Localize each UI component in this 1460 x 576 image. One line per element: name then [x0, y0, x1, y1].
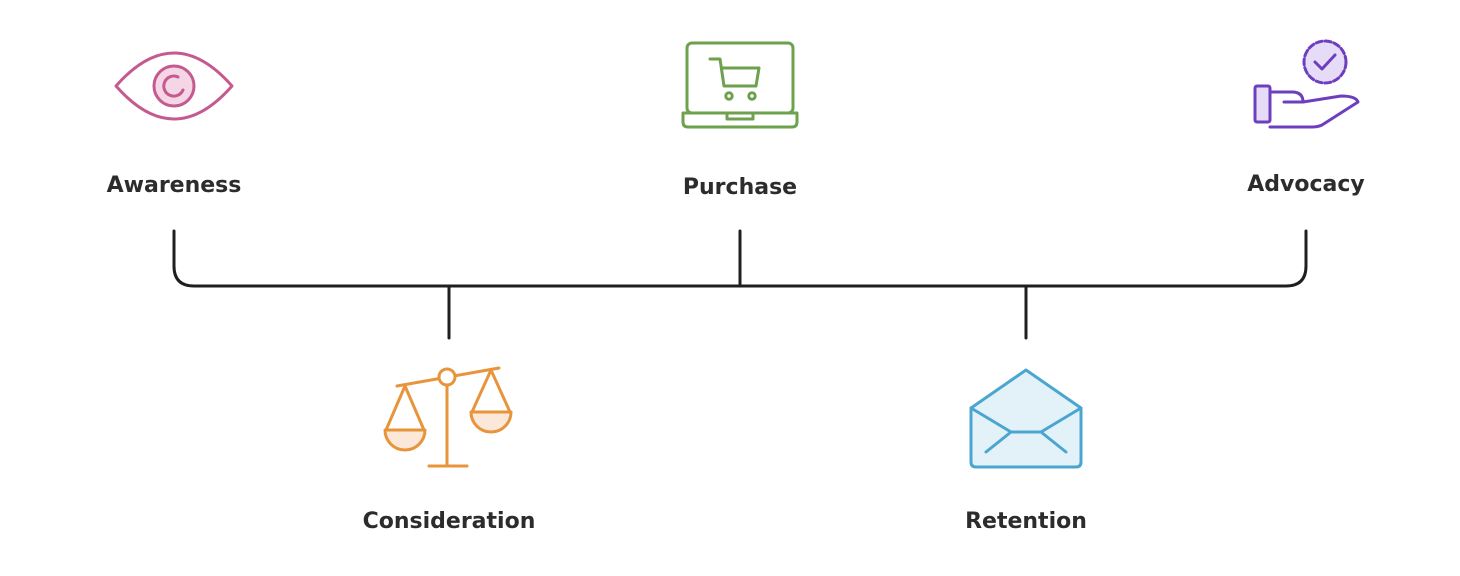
- stage-label-advocacy: Advocacy: [1247, 172, 1365, 197]
- hand-badge-icon: [1253, 39, 1360, 129]
- stage-label-awareness: Awareness: [107, 173, 242, 198]
- stage-awareness: Awareness: [107, 51, 242, 198]
- stage-consideration: Consideration: [363, 366, 536, 534]
- stage-label-consideration: Consideration: [363, 509, 536, 534]
- envelope-icon: [969, 368, 1083, 469]
- scale-icon: [383, 366, 513, 468]
- stage-retention: Retention: [965, 368, 1087, 534]
- timeline-bracket: [172, 229, 1308, 340]
- badge-icon: [1302, 39, 1348, 85]
- stage-label-retention: Retention: [965, 509, 1087, 534]
- laptop-cart-icon: [681, 41, 799, 129]
- eye-icon: [114, 51, 234, 121]
- stage-purchase: Purchase: [681, 41, 799, 200]
- stage-advocacy: Advocacy: [1247, 39, 1365, 197]
- stage-label-purchase: Purchase: [683, 175, 797, 200]
